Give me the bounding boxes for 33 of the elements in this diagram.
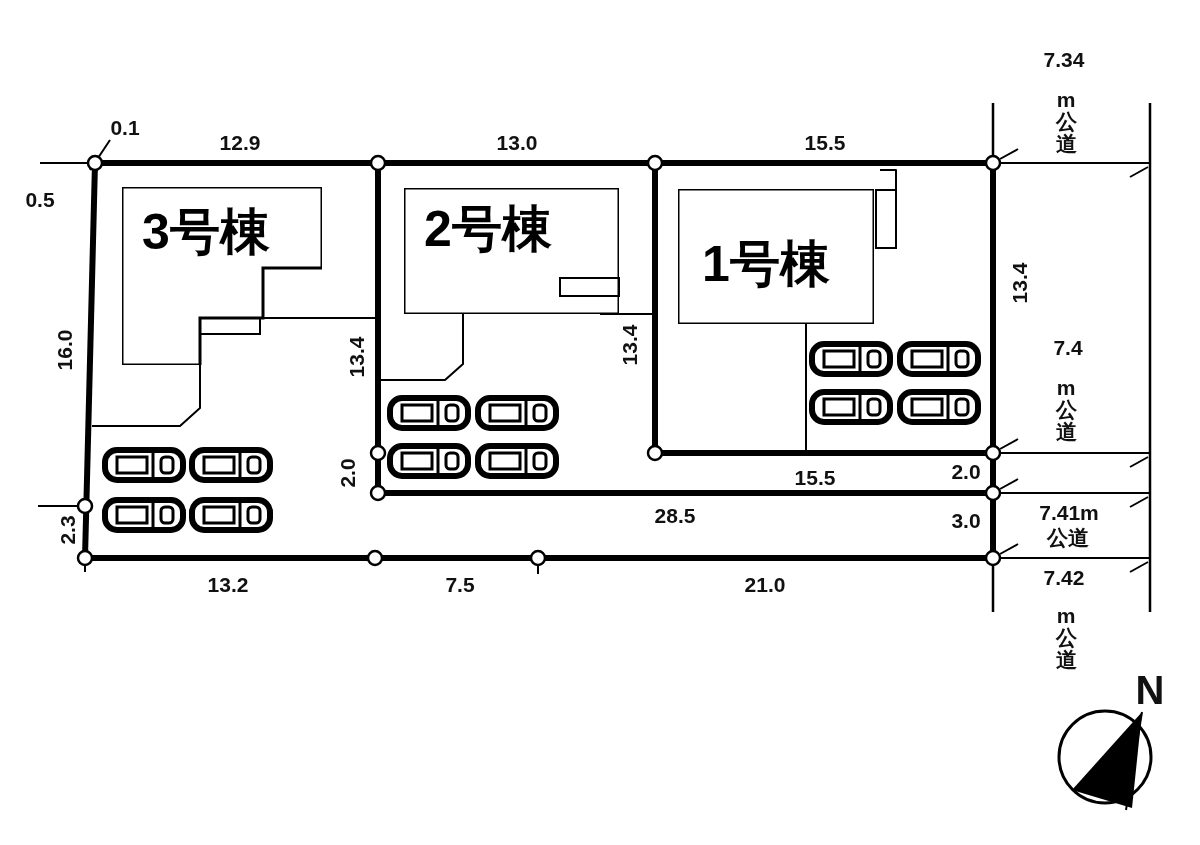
dimension-label: 13.4 [619,324,641,366]
dimension-label: 15.5 [794,467,836,489]
building-outline [404,188,619,314]
building-outline [122,187,322,365]
dimension-label: 2.3 [57,515,79,545]
dimension-label: 16.0 [54,329,76,371]
dimension-label: 0.1 [110,117,140,139]
road-label: 7.41m [1039,502,1099,524]
building-label: 2号棟 [424,204,552,254]
dimension-label: 28.5 [654,505,696,527]
road-label: 7.42 [1043,567,1085,589]
dimension-label: 13.4 [1009,262,1031,304]
dimension-label: 13.4 [346,336,368,378]
road-label: 7.34 [1043,49,1085,71]
road-label: m公道 [1054,88,1078,156]
dimension-label: 3.0 [951,510,981,532]
dimension-label: 13.2 [207,574,249,596]
dimension-label: 7.5 [445,574,475,596]
dimension-label: 15.5 [804,132,846,154]
dimension-label: 12.9 [219,132,261,154]
dimension-label: 2.0 [951,461,981,483]
road-label: 公道 [1047,527,1089,549]
dimension-label: 0.5 [25,189,55,211]
dimension-label: 13.0 [496,132,538,154]
dimension-label: 21.0 [744,574,786,596]
road-label: 7.4 [1053,337,1083,359]
building-label: 1号棟 [702,239,830,289]
north-label: N [1135,669,1165,711]
building-outline [678,189,874,324]
building-label: 3号棟 [142,207,270,257]
road-label: m公道 [1054,604,1078,672]
road-label: m公道 [1054,376,1078,444]
dimension-label: 2.0 [337,458,359,488]
